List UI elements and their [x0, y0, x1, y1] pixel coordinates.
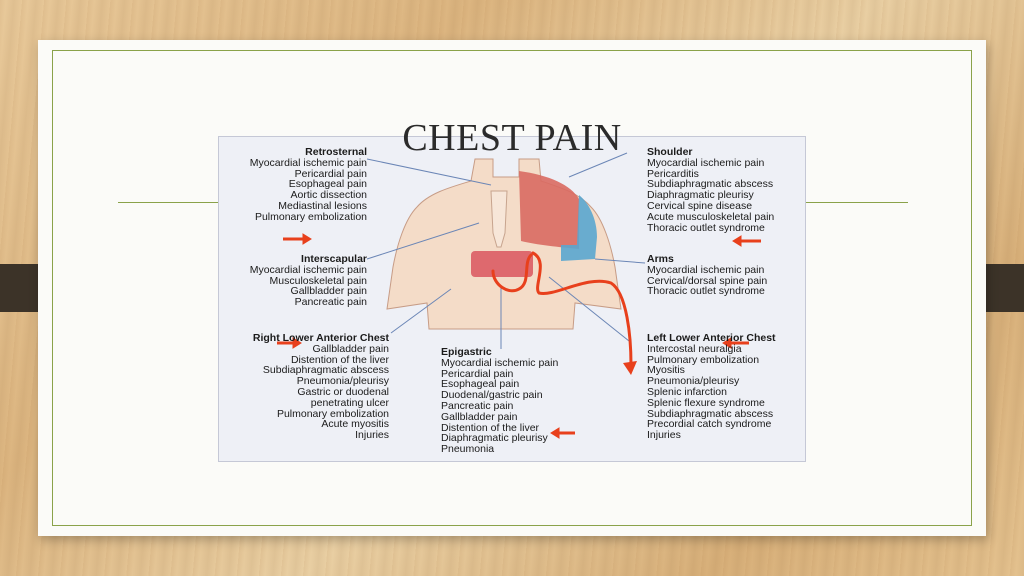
shoulder-item: Cervical spine disease: [647, 199, 753, 212]
right-lower-anterior-chest-item: Acute myositis: [321, 418, 389, 431]
interscapular-item: Pancreatic pain: [294, 296, 367, 309]
shoulder-item: Thoracic outlet syndrome: [647, 221, 765, 234]
left-lower-anterior-chest-block: Left Lower Anterior Chest Intercostal ne…: [647, 333, 803, 441]
retrosternal-item: Aortic dissection: [290, 189, 367, 202]
epigastric-item: Pneumonia: [441, 443, 495, 456]
arms-block: Arms Myocardial ischemic pain Cervical/d…: [647, 254, 803, 297]
interscapular-item: Gallbladder pain: [290, 285, 367, 298]
shoulder-item: Pericarditis: [647, 167, 699, 180]
left-lower-anterior-chest-item: Intercostal neuralgia: [647, 342, 742, 355]
retrosternal-item: Pericardial pain: [294, 167, 367, 180]
shoulder-item: Diaphragmatic pleurisy: [647, 189, 754, 202]
interscapular-item: Musculoskeletal pain: [269, 274, 367, 287]
shoulder-item: Myocardial ischemic pain: [647, 156, 765, 169]
left-lower-anterior-chest-item: Pulmonary embolization: [647, 353, 760, 366]
shoulder-item: Acute musculoskeletal pain: [647, 210, 775, 223]
retrosternal-item: Pulmonary embolization: [254, 210, 367, 223]
title-rule-right: [806, 202, 908, 203]
epigastric-item: Distention of the liver: [441, 421, 540, 434]
retrosternal-heading: Retrosternal: [305, 146, 367, 158]
right-lower-anterior-chest-item: Gallbladder pain: [312, 342, 389, 355]
left-lower-anterior-chest-item: Injuries: [647, 429, 681, 442]
left-lower-anterior-chest-item: Pneumonia/pleurisy: [647, 375, 740, 388]
left-lower-anterior-chest-item: Precordial catch syndrome: [647, 418, 772, 431]
left-lower-anterior-chest-item: Myositis: [647, 364, 685, 377]
right-lower-anterior-chest-item: Distention of the liver: [290, 353, 389, 366]
chest-pain-figure: Retrosternal Myocardial ischemic pain Pe…: [218, 136, 806, 462]
retrosternal-block: Retrosternal Myocardial ischemic pain Pe…: [227, 147, 367, 223]
epigastric-item: Gallbladder pain: [441, 410, 518, 423]
right-lower-anterior-chest-item: Gastric or duodenal: [297, 385, 389, 398]
left-lower-anterior-chest-item: Subdiaphragmatic abscess: [647, 407, 774, 420]
left-lower-anterior-chest-heading: Left Lower Anterior Chest: [647, 332, 776, 344]
torso-illustration: [277, 152, 761, 439]
interscapular-item: Myocardial ischemic pain: [249, 263, 367, 276]
epigastric-item: Pancreatic pain: [441, 399, 514, 412]
arms-item: Myocardial ischemic pain: [647, 263, 765, 276]
arms-item: Thoracic outlet syndrome: [647, 285, 765, 298]
epigastric-item: Myocardial ischemic pain: [441, 356, 559, 369]
epigastric-item: Duodenal/gastric pain: [441, 389, 543, 402]
title-rule-left: [118, 202, 218, 203]
shoulder-heading: Shoulder: [647, 146, 693, 158]
right-lower-anterior-chest-heading: Right Lower Anterior Chest: [252, 332, 389, 344]
right-lower-anterior-chest-item: penetrating ulcer: [310, 396, 389, 409]
arms-heading: Arms: [647, 253, 674, 265]
slide-title: CHEST PAIN: [402, 117, 622, 159]
interscapular-block: Interscapular Myocardial ischemic pain M…: [227, 254, 367, 308]
retrosternal-item: Esophageal pain: [288, 178, 367, 191]
right-lower-anterior-chest-block: Right Lower Anterior Chest Gallbladder p…: [227, 333, 389, 441]
epigastric-item: Pericardial pain: [441, 367, 514, 380]
epigastric-heading: Epigastric: [441, 346, 492, 358]
shoulder-block: Shoulder Myocardial ischemic pain Perica…: [647, 147, 803, 233]
epigastric-block: Epigastric Myocardial ischemic pain Peri…: [441, 347, 591, 455]
right-lower-anterior-chest-item: Pulmonary embolization: [276, 407, 389, 420]
interscapular-heading: Interscapular: [301, 253, 367, 265]
right-lower-anterior-chest-item: Pneumonia/pleurisy: [296, 375, 389, 388]
arms-item: Cervical/dorsal spine pain: [647, 274, 768, 287]
slide-frame: [52, 50, 972, 526]
right-lower-anterior-chest-item: Injuries: [355, 429, 389, 442]
right-lower-anterior-chest-item: Subdiaphragmatic abscess: [262, 364, 389, 377]
left-lower-anterior-chest-item: Splenic flexure syndrome: [647, 396, 765, 409]
left-lower-anterior-chest-item: Splenic infarction: [647, 385, 727, 398]
shoulder-item: Subdiaphragmatic abscess: [647, 178, 774, 191]
retrosternal-item: Mediastinal lesions: [278, 199, 367, 212]
retrosternal-item: Myocardial ischemic pain: [249, 156, 367, 169]
epigastric-item: Diaphragmatic pleurisy: [441, 432, 548, 445]
epigastric-item: Esophageal pain: [441, 378, 520, 391]
